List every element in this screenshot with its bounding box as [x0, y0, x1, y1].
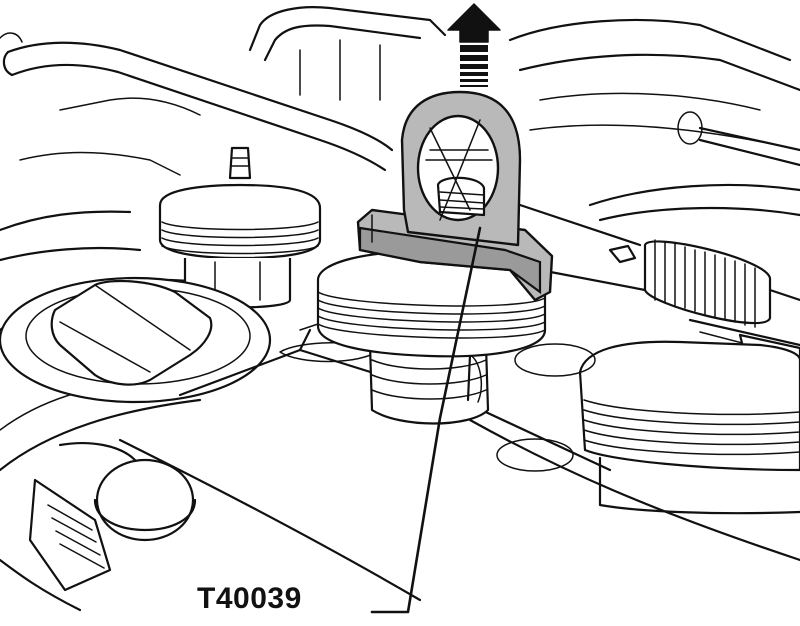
front-right-coil [578, 340, 800, 515]
removed-coil [316, 250, 547, 425]
rear-bolt [228, 146, 252, 180]
oil-filler-cap [0, 276, 272, 404]
breather-hose [0, 32, 394, 172]
puller-tool [356, 90, 554, 302]
hose-clip [0, 478, 112, 612]
callout-leader [370, 226, 482, 614]
front-round-plug [58, 442, 197, 542]
engine-rear-structure [248, 6, 800, 167]
pull-direction-arrow-icon [447, 3, 501, 87]
tool-label: T40039 [197, 582, 302, 615]
ribbed-pipe [518, 203, 800, 328]
